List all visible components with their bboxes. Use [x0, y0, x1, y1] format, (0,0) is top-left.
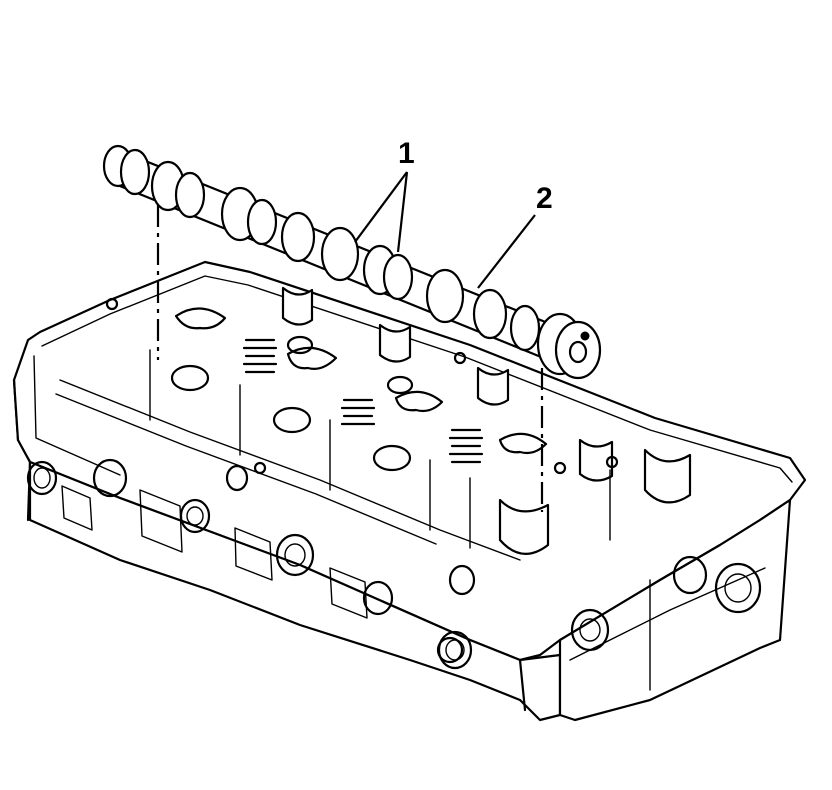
- cylinder-head-icon: [12, 260, 807, 722]
- callout-2: 2: [477, 182, 553, 289]
- callout-2-label: 2: [536, 182, 553, 215]
- callout-1: 1: [354, 137, 415, 253]
- valve-spring-icon: [242, 338, 484, 464]
- callout-1-label: 1: [398, 137, 415, 170]
- camshaft-icon: [102, 144, 602, 380]
